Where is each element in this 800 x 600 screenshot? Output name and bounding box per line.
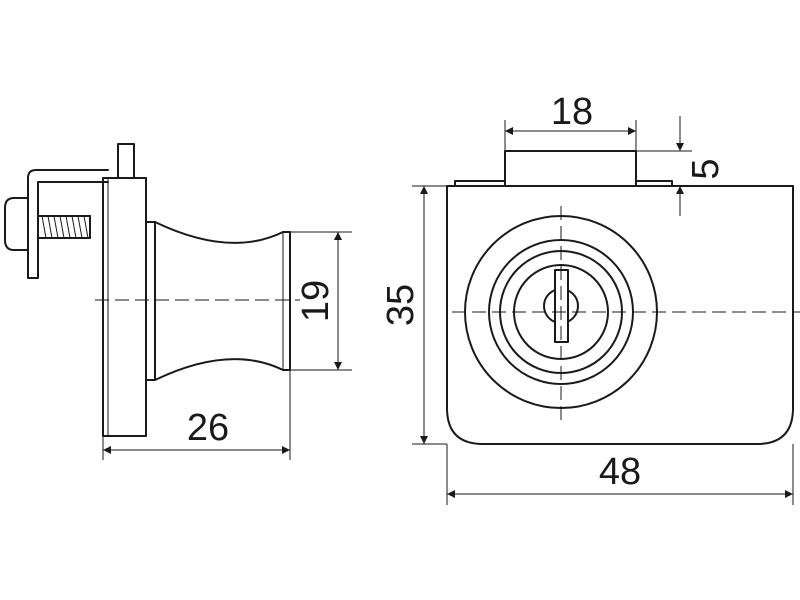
front-view: 18 5 35 48 bbox=[380, 91, 800, 505]
dim-top-block-width: 18 bbox=[551, 91, 593, 133]
side-back-plate bbox=[102, 177, 147, 437]
dim-knob-diameter: 19 bbox=[295, 280, 337, 322]
front-body bbox=[446, 185, 794, 445]
dim-overall-width: 48 bbox=[599, 451, 641, 493]
front-top-block bbox=[504, 150, 637, 187]
front-flange-left bbox=[454, 180, 506, 187]
dim-side-depth: 26 bbox=[187, 407, 229, 449]
side-bracket-cap bbox=[4, 197, 29, 251]
side-view: 19 26 bbox=[4, 143, 352, 460]
dim-top-block-height: 5 bbox=[685, 158, 727, 179]
side-bracket bbox=[27, 169, 109, 279]
front-flange-right bbox=[635, 180, 673, 187]
side-knob bbox=[145, 221, 291, 381]
dim-overall-height: 35 bbox=[380, 284, 422, 326]
screw-thread bbox=[37, 215, 91, 239]
side-pin bbox=[117, 143, 135, 179]
